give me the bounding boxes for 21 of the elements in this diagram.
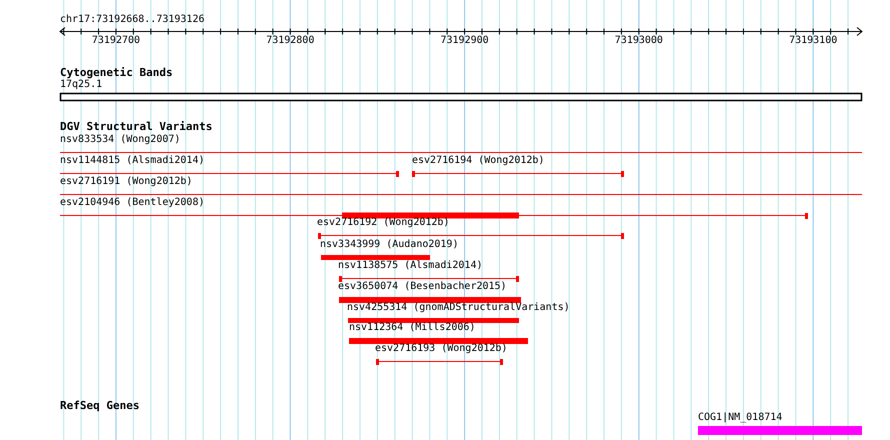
tick-label: 73193100 xyxy=(789,35,838,47)
variant-feature: esv2716194 (Wong2012b) xyxy=(412,155,624,177)
track-title: DGV Structural Variants xyxy=(60,121,212,133)
variant-feature: nsv3343999 (Audano2019) xyxy=(320,239,458,261)
tick-label: 73192800 xyxy=(266,35,314,47)
variant-feature: nsv1138575 (Alsmadi2014) xyxy=(338,260,519,282)
variant-feature: esv2716191 (Wong2012b) xyxy=(60,176,862,198)
tick-label: 73192700 xyxy=(92,35,140,47)
variant-feature: esv2716192 (Wong2012b) xyxy=(317,217,624,239)
variant-feature: nsv112364 (Mills2006) xyxy=(349,322,528,344)
variant-feature: nsv833534 (Wong2007) xyxy=(60,134,862,156)
variant-feature: esv3650074 (Besenbacher2015) xyxy=(338,281,521,303)
cytoband-track: 17q25.1 xyxy=(60,79,862,101)
track-title: RefSeq Genes xyxy=(60,400,140,412)
tick-label: 73193000 xyxy=(614,35,663,47)
variant-feature: nsv1144815 (Alsmadi2014) xyxy=(60,155,399,177)
tick-label: 73192900 xyxy=(440,35,489,47)
coordinate-range-text: chr17:73192668..73193126 xyxy=(60,14,204,26)
gene-feature: COG1|NM_018714 xyxy=(698,412,862,436)
track-title: Cytogenetic Bands xyxy=(60,67,173,79)
variant-feature: esv2716193 (Wong2012b) xyxy=(375,343,508,365)
